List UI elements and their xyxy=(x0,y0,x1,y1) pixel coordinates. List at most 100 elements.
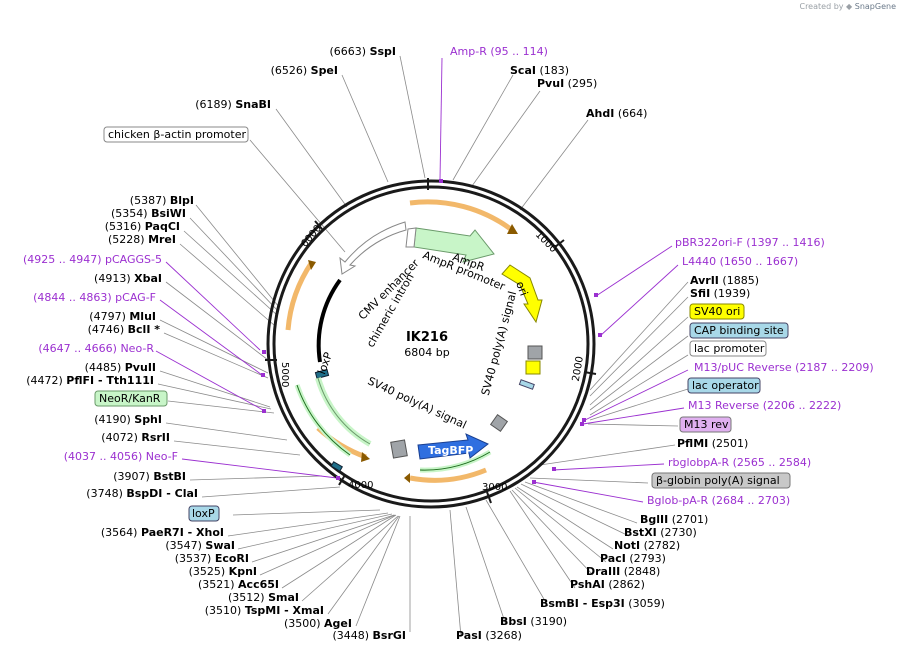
svg-text:(3547) SwaI: (3547) SwaI xyxy=(165,539,235,552)
svg-text:(4913) XbaI: (4913) XbaI xyxy=(94,272,162,285)
primer-name: M13 Reverse xyxy=(688,399,759,412)
primer-name: pBR322ori-F xyxy=(675,236,743,249)
enzyme-pos: (3268) xyxy=(485,629,522,642)
primer-name: Bglob-pA-R xyxy=(647,494,709,507)
enzyme-pos: (4797) xyxy=(89,310,126,323)
enzyme-name: SphI xyxy=(134,413,162,426)
enzyme-name: BsiWI xyxy=(151,207,186,220)
primer-range: (2187 .. 2209) xyxy=(795,361,874,374)
chimeric-intron-outline xyxy=(317,377,371,445)
enzyme-pos: (6189) xyxy=(195,98,232,111)
ampr-promoter-arrow xyxy=(405,227,417,248)
svg-text:(6526) SpeI: (6526) SpeI xyxy=(271,64,338,77)
feature-chicken-beta-actin-promoter: chicken β-actin promoter xyxy=(103,126,249,143)
svg-text:(4472) PflFI - Tth111I: (4472) PflFI - Tth111I xyxy=(26,374,154,387)
svg-text:M13/pUC Reverse (2187 .. 220: M13/pUC Reverse (2187 .. 2209) xyxy=(694,361,874,374)
svg-text:(4037 .. 4056) Neo-F: (4037 .. 4056) Neo-F xyxy=(64,450,178,463)
globin-polya-box xyxy=(489,413,509,433)
enzyme-pos: (6663) xyxy=(329,45,366,58)
svg-text:(3907) BstBI: (3907) BstBI xyxy=(113,470,186,483)
svg-text:L4440 (1650 .. 1667): L4440 (1650 .. 1667) xyxy=(682,255,798,268)
svg-text:(4647 .. 4666) Neo-R: (4647 .. 4666) Neo-R xyxy=(38,342,154,355)
scale-ticks xyxy=(265,178,597,504)
enzyme-pos: (4913) xyxy=(94,272,131,285)
enzyme-name: PvuII xyxy=(125,361,156,374)
svg-text:PasI (3268): PasI (3268) xyxy=(456,629,522,642)
neor-arc-outlines xyxy=(296,384,491,471)
svg-text:(3521) Acc65I: (3521) Acc65I xyxy=(198,578,279,591)
enzyme-name: PflMI xyxy=(677,437,708,450)
enzyme-name: TspMI - XmaI xyxy=(245,604,324,617)
enzyme-name: BbsI xyxy=(500,615,527,628)
svg-text:(3448) BsrGI: (3448) BsrGI xyxy=(332,629,406,642)
primer-name: Neo-F xyxy=(146,450,178,463)
enzyme-pos: (4746) xyxy=(88,323,125,336)
feature-loxp: loxP xyxy=(188,505,220,522)
loxp-mark xyxy=(314,368,330,380)
enzyme-pos: (3512) xyxy=(228,591,265,604)
enzyme-pos: (3500) xyxy=(284,617,321,630)
enzyme-pos: (2501) xyxy=(712,437,749,450)
enzyme-name: NotI xyxy=(614,539,640,552)
primer-range: (1397 .. 1416) xyxy=(746,236,825,249)
primer-leaders xyxy=(155,57,689,503)
enzyme-name: MreI xyxy=(148,233,176,246)
svg-text:ScaI (183): ScaI (183) xyxy=(510,64,569,77)
enzyme-pos: (664) xyxy=(618,107,648,120)
primer-range: (95 .. 114) xyxy=(490,45,548,58)
enzyme-pos: (5316) xyxy=(105,220,142,233)
enzyme-name: SspI xyxy=(370,45,396,58)
enzyme-pos: (3059) xyxy=(628,597,665,610)
svg-text:(4925 .. 4947) pCAGGS-5: (4925 .. 4947) pCAGGS-5 xyxy=(23,253,162,266)
feature-label: β-globin poly(A) signal xyxy=(656,474,780,487)
backbone-outer xyxy=(266,179,596,509)
enzyme-name: SwaI xyxy=(205,539,235,552)
feature-label: lac operator xyxy=(692,379,759,392)
enzyme-name: AvrII xyxy=(690,274,719,287)
enzyme-name: RsrII xyxy=(141,431,170,444)
svg-text:M13 Reverse (2206 .. 2222): M13 Reverse (2206 .. 2222) xyxy=(688,399,841,412)
svg-text:PacI (2793): PacI (2793) xyxy=(600,552,666,565)
snapgene-logo-icon: ◆ xyxy=(846,2,853,11)
enzyme-name: SmaI xyxy=(268,591,299,604)
svg-text:BstXI (2730): BstXI (2730) xyxy=(624,526,697,539)
snapgene-credit: Created by ◆ SnapGene xyxy=(799,2,896,11)
svg-text:DraIII (2848): DraIII (2848) xyxy=(586,565,660,578)
enzyme-name: PacI xyxy=(600,552,626,565)
primer-range: (2684 .. 2703) xyxy=(712,494,791,507)
enzyme-name: BlpI xyxy=(170,194,194,207)
lac-operator-mark xyxy=(518,379,535,390)
label-ori: ori xyxy=(513,280,530,298)
svg-text:(6663) SspI: (6663) SspI xyxy=(329,45,396,58)
feature-neor-kanr: NeoR/KanR xyxy=(94,390,168,407)
primer-name: pCAG-F xyxy=(115,291,156,304)
feature-beta-globin-polya: β-globin poly(A) signal xyxy=(651,472,791,489)
enzyme-pos: (3547) xyxy=(165,539,202,552)
boxed-features: chicken β-actin promoter SV40 ori CAP bi… xyxy=(94,126,791,522)
cmv-enhancer-arrow xyxy=(339,221,407,275)
tick-5000: 5000 xyxy=(279,362,290,387)
enzyme-pos: (3448) xyxy=(332,629,369,642)
enzyme-pos: (1885) xyxy=(722,274,759,287)
primer-name: Amp-R xyxy=(450,45,487,58)
enzyme-name: KpnI xyxy=(229,565,257,578)
enzyme-pos: (2862) xyxy=(608,578,645,591)
enzyme-name: PasI xyxy=(456,629,482,642)
enzyme-pos: (3521) xyxy=(198,578,235,591)
feature-label: lac promoter xyxy=(694,342,765,355)
label-sv40-right: SV40 poly(A) signal xyxy=(479,290,519,397)
enzyme-name: SfiI xyxy=(690,287,710,300)
enzyme-name: XbaI xyxy=(134,272,162,285)
feature-label: NeoR/KanR xyxy=(99,392,161,405)
svg-text:(6189) SnaBI: (6189) SnaBI xyxy=(195,98,271,111)
leader-lines xyxy=(157,55,426,632)
backbone-inner xyxy=(272,185,590,503)
label-sv40-bottom: SV40 poly(A) signal xyxy=(366,374,469,431)
primer-name: L4440 xyxy=(682,255,716,268)
svg-text:(3510) TspMI - XmaI: (3510) TspMI - XmaI xyxy=(205,604,324,617)
enzyme-pos: (6526) xyxy=(271,64,308,77)
ampr-arrow xyxy=(413,227,495,263)
svg-text:(3525) KpnI: (3525) KpnI xyxy=(189,565,257,578)
enzyme-name: Acc65I xyxy=(238,578,279,591)
